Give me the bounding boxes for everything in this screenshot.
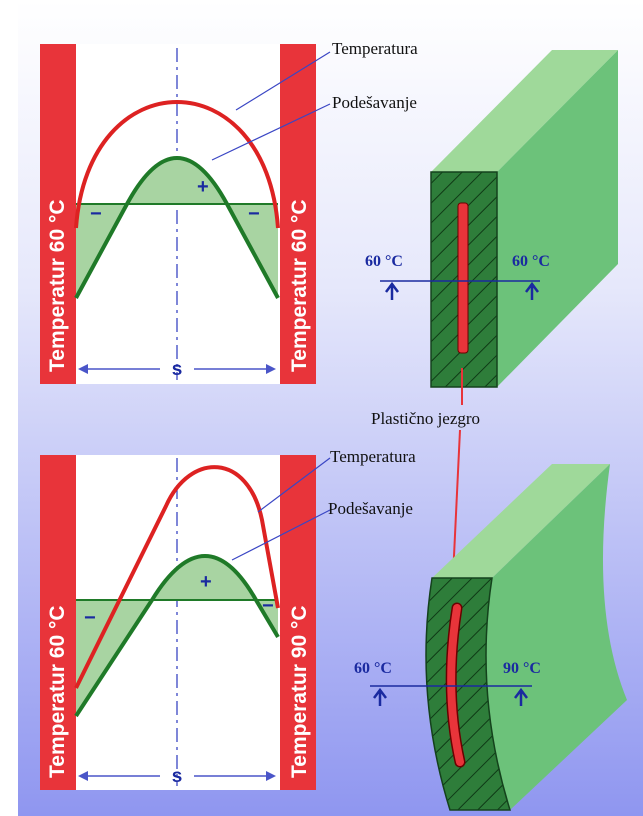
bottom-left-wall (40, 455, 76, 790)
bottom-temperature-profile: Temperatur 60 °C Temperatur 90 °C + − − … (40, 455, 316, 790)
top-temperature-profile: Temperatur 60 °C Temperatur 60 °C + − − … (40, 44, 316, 384)
bottom-temperature-callout: Temperatura (330, 447, 416, 466)
top-adjustment-leader (211, 103, 331, 161)
top-temperature-curve (74, 100, 280, 229)
bottom-right-wall-label: Temperatur 90 °C (288, 605, 311, 778)
top-right-wall (280, 44, 316, 384)
bottom-block-side-face (486, 464, 627, 810)
bottom-block-right-temp: 90 °C (503, 660, 541, 677)
top-block-arrow-left (385, 281, 399, 300)
top-block-side-face (497, 50, 618, 387)
top-plus-sign: + (197, 176, 209, 198)
top-dimension-label: s (172, 359, 183, 380)
top-minus-right: − (248, 203, 260, 225)
top-left-wall-label: Temperatur 60 °C (46, 199, 69, 372)
bottom-block-arrow-left (373, 687, 387, 706)
top-temperature-leader (235, 51, 331, 111)
bottom-plus-sign: + (200, 571, 212, 593)
bottom-plastic-core (447, 604, 464, 766)
top-left-wall (40, 44, 76, 384)
top-plastic-core (457, 202, 469, 354)
top-block-right-temp: 60 °C (512, 253, 550, 270)
top-adjustment-curve (74, 156, 280, 299)
bottom-block-top-face (432, 464, 610, 578)
bottom-dimension-arrow-left (78, 771, 88, 781)
top-block-arrow-right (525, 281, 539, 300)
bottom-block-front-face (425, 577, 512, 811)
bottom-adjustment-leader (231, 509, 331, 561)
top-block-left-temp: 60 °C (365, 253, 403, 270)
bottom-temperature-leader (257, 457, 331, 513)
bottom-curved-block (425, 464, 627, 811)
bottom-right-wall (280, 455, 316, 790)
top-dimension-arrow-left (78, 364, 88, 374)
bottom-minus-right: − (262, 595, 274, 617)
left-margin (0, 0, 18, 816)
top-dimension-arrow-right (266, 364, 276, 374)
top-flat-block (430, 50, 618, 388)
top-block-top-face (431, 50, 618, 172)
bottom-left-wall-label: Temperatur 60 °C (46, 605, 69, 778)
bottom-adjustment-curve (74, 554, 280, 718)
bottom-block-arrow-right (514, 687, 528, 706)
bottom-block-left-temp: 60 °C (354, 660, 392, 677)
top-adjustment-callout: Podešavanje (332, 93, 417, 112)
bottom-dimension-label: s (172, 766, 183, 787)
bottom-adjustment-callout: Podešavanje (328, 499, 413, 518)
top-minus-left: − (90, 203, 102, 225)
bottom-temperature-curve (74, 465, 280, 689)
bottom-dimension-arrow-right (266, 771, 276, 781)
top-right-wall-label: Temperatur 60 °C (288, 199, 311, 372)
top-temperature-callout: Temperatura (332, 39, 418, 58)
core-label: Plastično jezgro (371, 409, 480, 428)
bottom-minus-left: − (84, 607, 96, 629)
